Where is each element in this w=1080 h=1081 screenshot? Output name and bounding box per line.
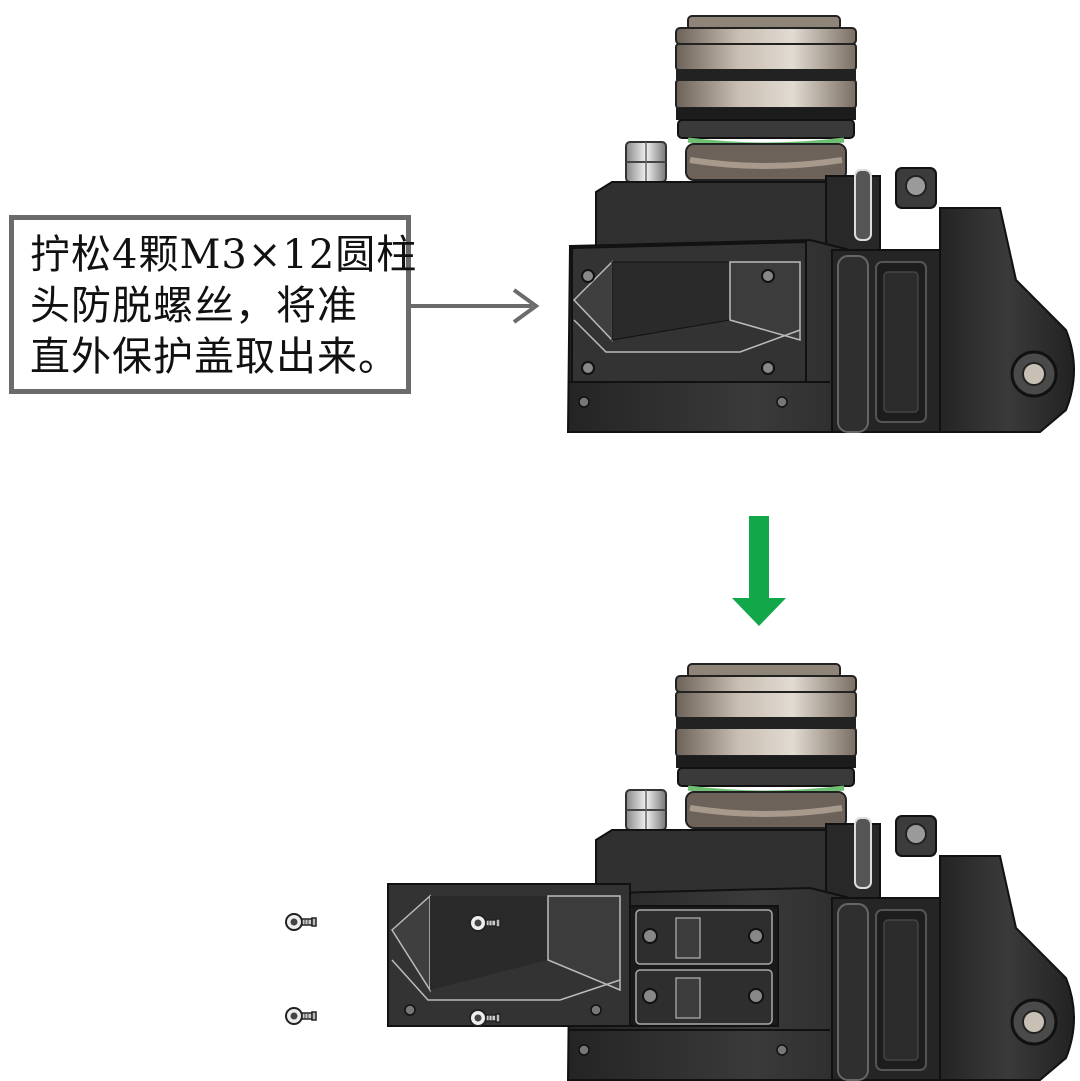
device-after	[568, 664, 1074, 1080]
arrow-right-icon	[411, 288, 540, 324]
arrow-down-icon	[732, 516, 786, 626]
instruction-line-3: 直外保护盖取出来。	[30, 334, 399, 380]
screw-icon	[285, 913, 317, 931]
instruction-callout: 拧松4颗M3×12圆柱 头防脱螺丝，将准 直外保护盖取出来。	[9, 215, 418, 394]
collimator-cover-removed	[387, 883, 631, 1027]
device-before	[568, 16, 1074, 432]
instruction-line-2: 头防脱螺丝，将准	[30, 283, 358, 329]
screw-icon	[285, 1007, 317, 1025]
instruction-line-1: 拧松4颗M3×12圆柱	[30, 232, 418, 278]
exposed-mechanism	[627, 905, 779, 1027]
